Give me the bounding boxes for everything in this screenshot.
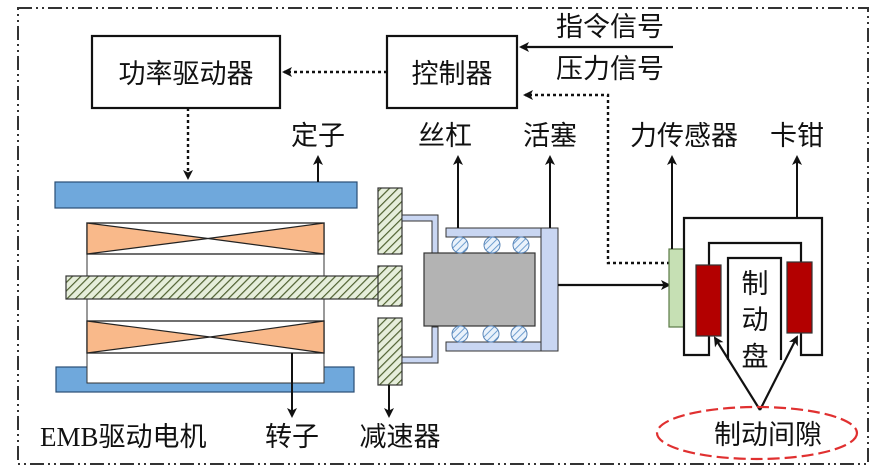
command-signal-label: 指令信号 [556,12,664,43]
lead-screw-nut [423,252,536,327]
coil-top [86,222,325,255]
reducer-label: 减速器 [360,422,441,453]
brake-disc [726,256,783,360]
brake-gap-arrow-left [713,336,761,411]
pressure-signal-label: 压力信号 [556,54,664,85]
brake-disc-label-1: 制 [742,269,769,300]
force-sensor-label: 力传感器 [630,121,738,152]
force-sensor [668,248,685,328]
brake-pad-right [786,261,813,334]
power-driver-block: 功率驱动器 [90,34,282,110]
brake-disc-label-2: 动 [742,305,769,336]
brake-gap-arrow-right [759,335,798,411]
stator-label: 定子 [291,121,345,152]
pressure-feedback-path [523,90,670,265]
caliper-label: 卡钳 [770,121,824,152]
piston-label: 活塞 [523,121,577,152]
brake-gap-label: 制动间隙 [714,420,822,451]
motor-shaft [65,275,383,300]
stator-top [54,181,358,209]
caliper-body [682,216,824,357]
emb-motor-label: EMB驱动电机 [40,422,207,452]
reducer-gear-top [377,187,403,255]
brake-pad-left [695,264,722,337]
brake-gap-highlight [655,405,859,461]
brake-disc-label-3: 盘 [742,342,769,373]
controller-label: 控制器 [412,59,493,90]
controller-block: 控制器 [385,34,519,110]
power-driver-label: 功率驱动器 [119,59,254,90]
reducer-gear-middle [377,265,403,307]
screw-balls [451,236,530,343]
coil-bottom [86,320,325,354]
rotor-label: 转子 [265,422,319,453]
lead-screw-label: 丝杠 [418,121,472,152]
reducer-gear-bottom [377,317,403,386]
